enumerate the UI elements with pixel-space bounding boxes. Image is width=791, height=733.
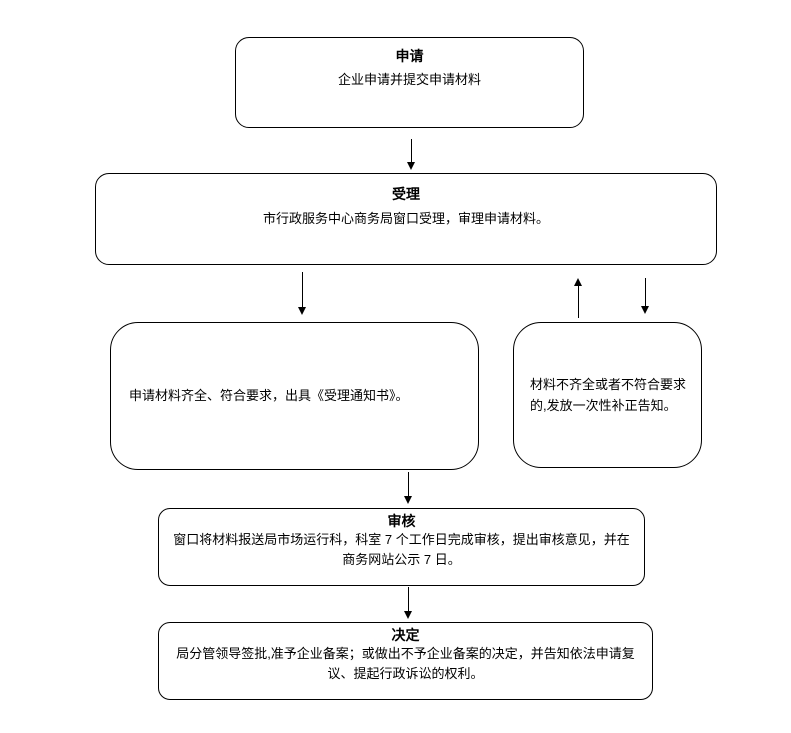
arrow-complete-to-review bbox=[404, 472, 413, 504]
arrow-shaft bbox=[578, 285, 579, 318]
arrow-shaft bbox=[302, 272, 303, 308]
node-apply-body: 企业申请并提交申请材料 bbox=[337, 72, 481, 87]
arrow-shaft bbox=[411, 139, 412, 163]
arrow-review-to-decide bbox=[404, 587, 413, 619]
arrow-shaft bbox=[408, 587, 409, 612]
node-review: 审核 窗口将材料报送局市场运行科，科室 7 个工作日完成审核，提出审核意见，并在… bbox=[158, 508, 645, 586]
node-accept: 受理 市行政服务中心商务局窗口受理，审理申请材料。 bbox=[95, 173, 717, 265]
arrow-shaft bbox=[645, 278, 646, 307]
arrow-accept-to-complete bbox=[298, 272, 307, 315]
node-materials-complete-body: 申请材料齐全、符合要求，出具《受理通知书》。 bbox=[129, 388, 409, 403]
arrow-apply-to-accept bbox=[407, 139, 416, 170]
arrow-head-down-icon bbox=[404, 611, 412, 619]
node-apply: 申请 企业申请并提交申请材料 bbox=[235, 37, 584, 128]
node-accept-body: 市行政服务中心商务局窗口受理，审理申请材料。 bbox=[262, 211, 549, 226]
node-decide: 决定 局分管领导签批,准予企业备案；或做出不予企业备案的决定，并告知依法申请复议… bbox=[158, 622, 653, 700]
node-materials-complete: 申请材料齐全、符合要求，出具《受理通知书》。 bbox=[110, 322, 479, 470]
arrow-head-down-icon bbox=[407, 162, 415, 170]
node-review-body: 窗口将材料报送局市场运行科，科室 7 个工作日完成审核，提出审核意见，并在商务网… bbox=[173, 532, 630, 567]
arrow-head-down-icon bbox=[404, 496, 412, 504]
arrow-incomplete-to-accept bbox=[574, 278, 583, 318]
arrow-accept-to-incomplete bbox=[641, 278, 650, 314]
node-accept-title: 受理 bbox=[392, 186, 420, 202]
node-decide-body: 局分管领导签批,准予企业备案；或做出不予企业备案的决定，并告知依法申请复议、提起… bbox=[176, 646, 635, 681]
arrow-shaft bbox=[408, 472, 409, 497]
node-materials-incomplete: 材料不齐全或者不符合要求的,发放一次性补正告知。 bbox=[513, 322, 702, 468]
node-decide-title: 决定 bbox=[391, 627, 420, 643]
arrow-head-up-icon bbox=[574, 278, 582, 286]
node-materials-incomplete-body: 材料不齐全或者不符合要求的,发放一次性补正告知。 bbox=[530, 377, 687, 413]
arrow-head-down-icon bbox=[641, 306, 649, 314]
arrow-head-down-icon bbox=[298, 307, 306, 315]
node-review-title: 审核 bbox=[387, 513, 416, 529]
node-apply-title: 申请 bbox=[395, 48, 424, 64]
